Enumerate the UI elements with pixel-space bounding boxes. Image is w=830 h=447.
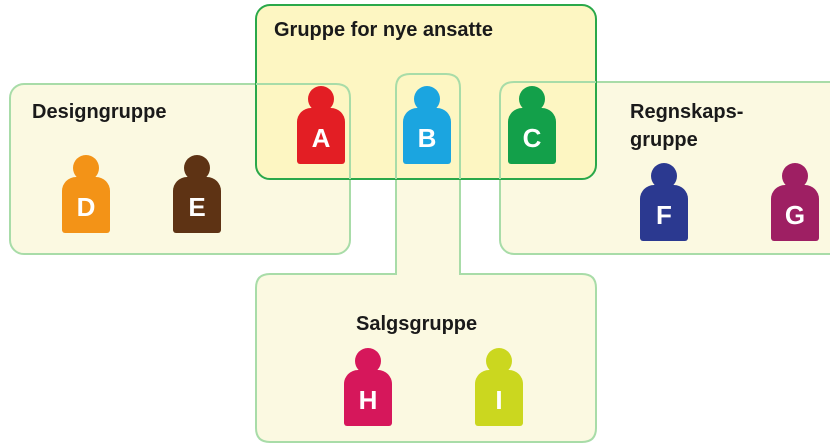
person-c-icon: C [508,86,556,164]
design-group-label: Designgruppe [32,101,167,123]
person-head [414,86,440,112]
person-letter: F [640,185,688,241]
person-letter: C [508,108,556,164]
accounting-group-label-line1: Regnskaps- [630,101,744,123]
accounting-group-overlap-outline [499,81,596,179]
person-h-icon: H [344,348,392,426]
person-head [519,86,545,112]
person-b-icon: B [403,86,451,164]
person-head [782,163,808,189]
person-letter: E [173,177,221,233]
person-head [651,163,677,189]
person-head [486,348,512,374]
person-e-icon: E [173,155,221,233]
person-letter: G [771,185,819,241]
person-d-icon: D [62,155,110,233]
person-head [355,348,381,374]
person-letter: A [297,108,345,164]
new-employees-group-label: Gruppe for nye ansatte [274,19,493,41]
person-head [184,155,210,181]
design-group-overlap-outline [256,83,351,179]
person-letter: B [403,108,451,164]
person-g-icon: G [771,163,819,241]
person-i-icon: I [475,348,523,426]
accounting-group-label-line2: gruppe [630,129,698,151]
person-head [308,86,334,112]
person-letter: I [475,370,523,426]
person-f-icon: F [640,163,688,241]
person-letter: H [344,370,392,426]
person-head [73,155,99,181]
sales-group-overlap-outline [395,73,461,179]
person-a-icon: A [297,86,345,164]
person-letter: D [62,177,110,233]
sales-group-label: Salgsgruppe [356,313,478,335]
